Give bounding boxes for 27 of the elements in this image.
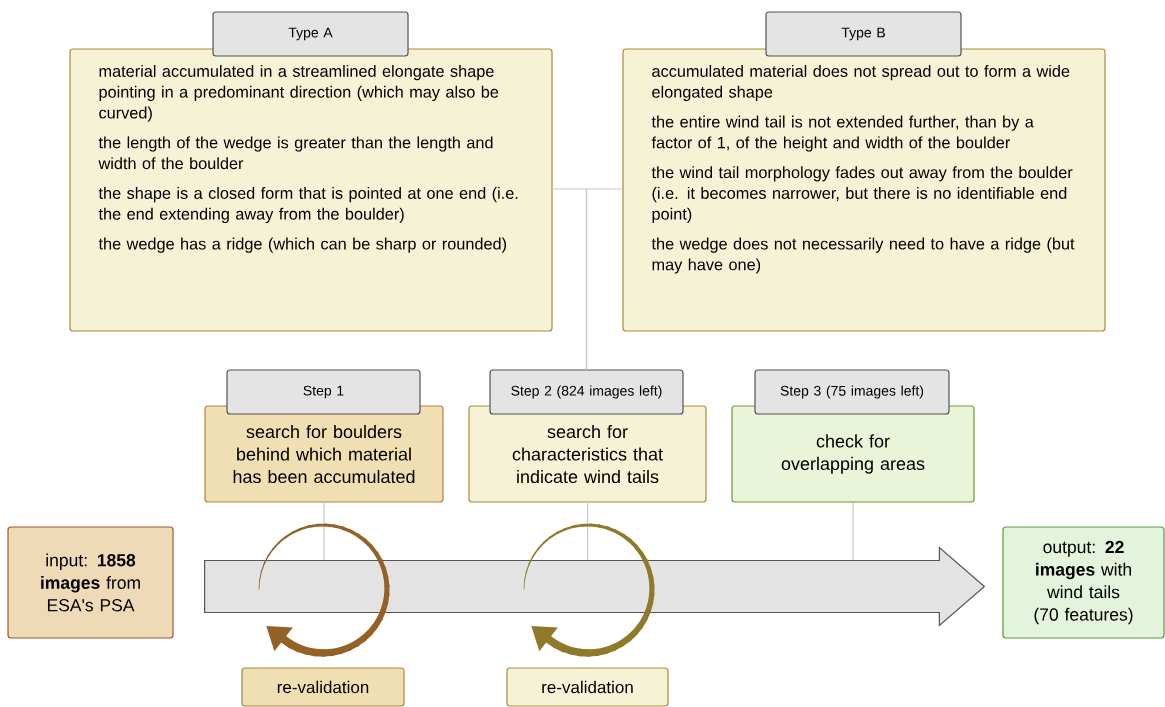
node-label: the length of the wedge is greater than the length and width of the boulder [98,136,493,170]
connector-line [323,502,325,563]
tab-label: Step 1 [226,369,421,415]
criteria-card: material accumulated in a streamlined elongate shape pointing in a predominant direction (which may also be curved) the length of the wedge is greater than the length and width of the boulder the shape is a closed form that is pointed at one end (i.e. the end extending away from the boulder) the wedge has a ridge (which can be sharp or rounded) [69,48,553,332]
re-validation-label: re-validation [241,667,405,707]
tab-label: Type B [765,11,962,57]
connector-line [586,502,589,563]
connector-line [585,188,623,370]
step-box: search for characteristics that indicate wind tails [468,405,707,503]
data-box: input: 1858 images from ESA's PSA [7,526,174,639]
node-label: the shape is a closed form that is pointed at one end (i.e. the end extending away from the boulder) [98,187,518,223]
node-label: the wind tail morphology fades out away from the boulder (i.e. it becomes narrower, but there is no identifiable end point) [651,166,1073,223]
tab-label: Step 3 (75 images left) [754,369,950,415]
node-label: the wedge does not necessarily need to have a ridge (but may have one) [651,237,1075,274]
process-arrow [204,546,986,627]
step-box: search for boulders behind which material has been accumulated [204,405,444,503]
criteria-card: accumulated material does not spread out to form a wide elongated shape the entire wind tail is not extended further, than by a factor of 1, of the height and width of the boulder the wind tail morphology fades out away from the boulder (i.e. it becomes narrower, but there is no identifiable end point) the wedge does not necessarily need to have a ridge (but may have one) [622,48,1106,332]
node-label: the wedge has a ridge (which can be sharp or rounded) [98,237,507,253]
tab-label: Type A [212,11,409,57]
node-label: accumulated material does not spread out to form a wide elongated shape [652,65,1070,101]
node-label: material accumulated in a streamlined elongate shape pointing in a predominant direction (which may also be curved) [99,65,499,122]
connector-line [852,502,854,563]
data-box: output: 22 images with wind tails (70 features) [1002,526,1165,639]
node-label: the entire wind tail is not extended further, than by a factor of 1, of the height and width of the boulder [651,115,1034,152]
step-box: check for overlapping areas [731,405,975,503]
re-validation-label: re-validation [506,667,669,707]
tab-label: Step 2 (824 images left) [489,369,684,415]
